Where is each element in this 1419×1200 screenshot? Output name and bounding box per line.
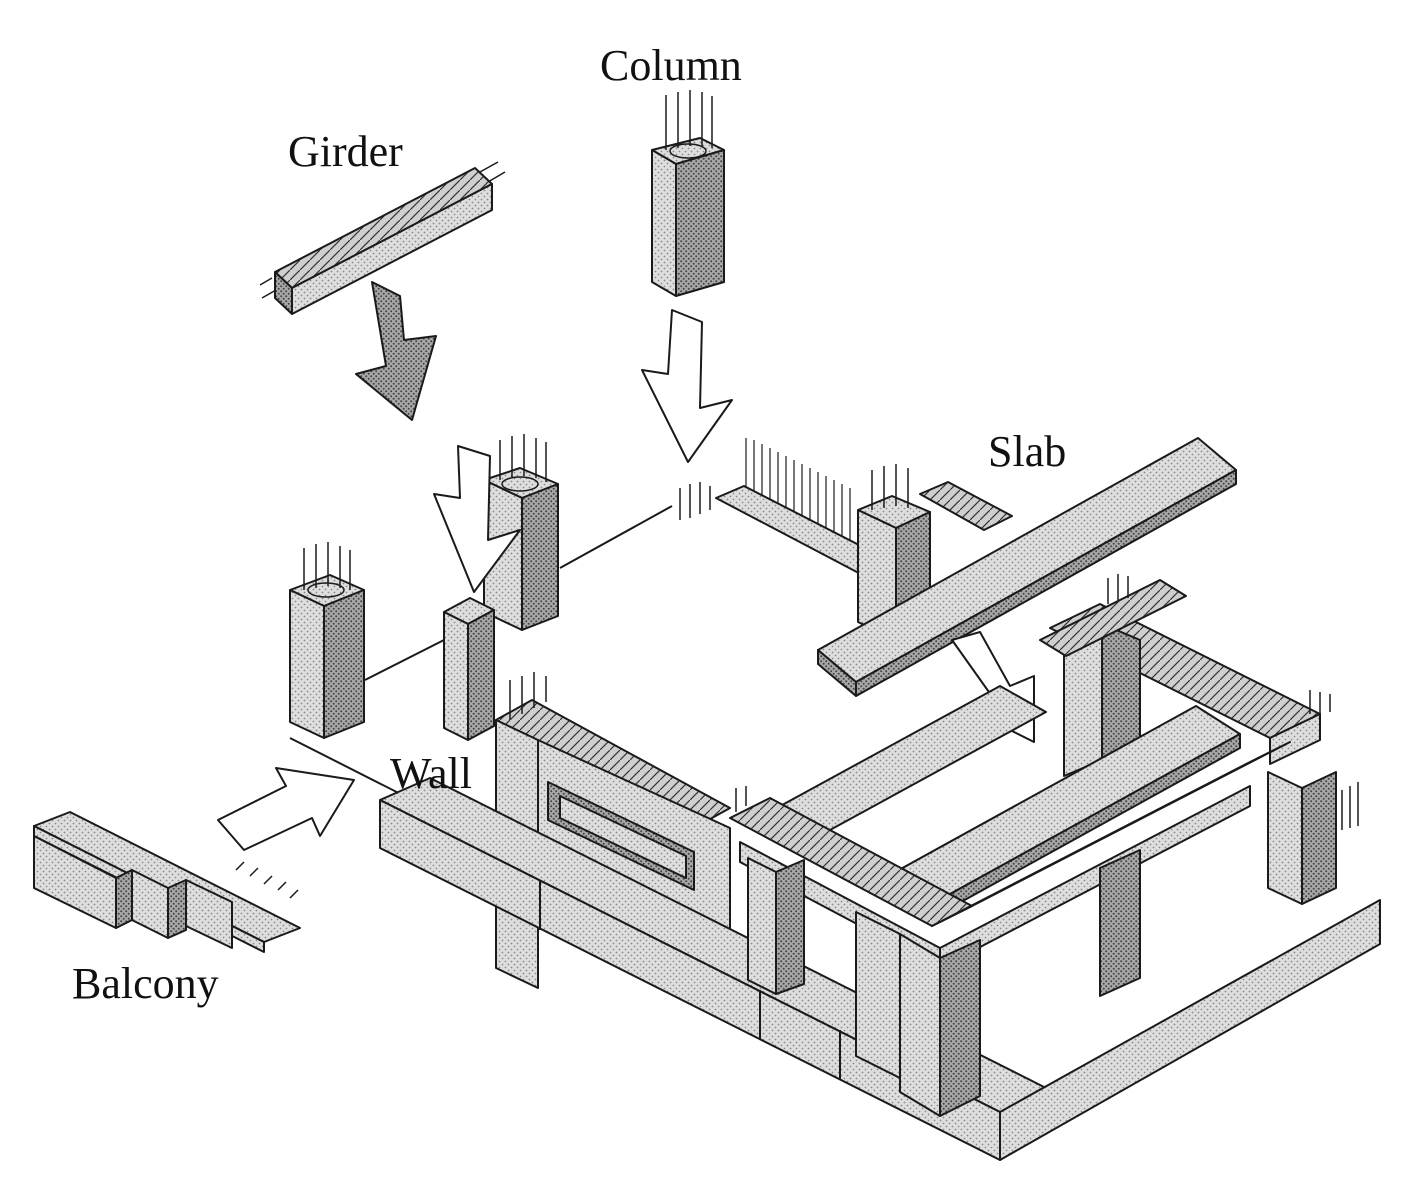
column-label: Column — [600, 41, 742, 90]
girder-arrow — [355, 281, 437, 421]
balcony-arrow — [217, 767, 355, 851]
left-column — [289, 542, 365, 739]
slab-element — [817, 437, 1237, 697]
wall-panel — [443, 597, 495, 741]
back-wall — [715, 438, 901, 581]
column-element — [651, 90, 725, 297]
wall-label: Wall — [390, 749, 472, 798]
second-column — [483, 434, 559, 631]
column-arrow — [641, 309, 733, 463]
slab-label: Slab — [988, 427, 1067, 476]
girder-label: Girder — [288, 127, 403, 176]
balcony-label: Balcony — [72, 959, 219, 1008]
front-beam — [729, 741, 1291, 969]
front-columns — [747, 771, 1359, 1117]
middle-slabs — [761, 685, 1241, 919]
wall-arrow — [433, 445, 521, 593]
right-frame — [1039, 574, 1331, 777]
girder-element — [259, 161, 506, 315]
balcony-element — [33, 811, 301, 953]
